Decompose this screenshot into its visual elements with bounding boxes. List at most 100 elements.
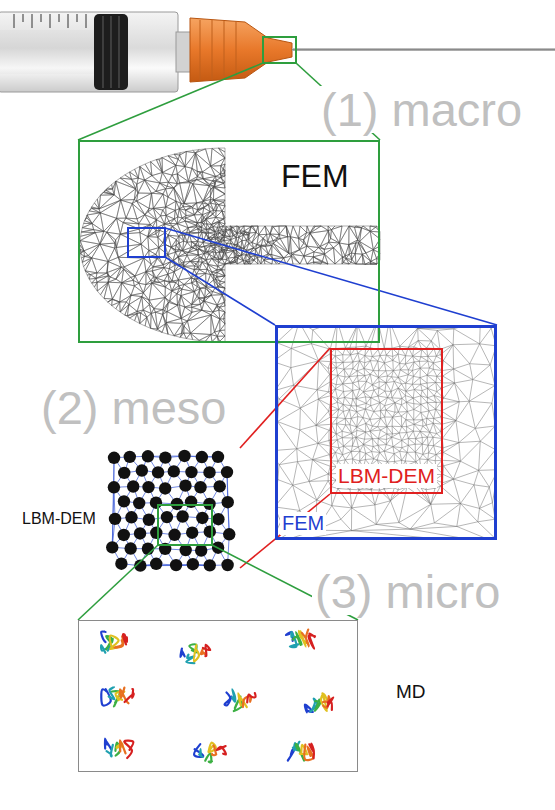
fem-fine-mesh [278,328,494,537]
protein-ribbon [203,645,210,656]
protein-ribbon [232,689,235,702]
lattice-mesh [112,456,229,566]
protein-figure [305,693,334,712]
particle [118,495,130,507]
zoom-line [78,63,263,140]
node-label: MD [394,681,428,703]
needle [292,48,555,51]
particle [115,558,127,570]
fem-mesh [80,148,380,342]
particle [203,498,215,510]
md-panel: MD [78,620,358,772]
particle [222,496,234,508]
protein-ribbon [309,743,314,758]
protein-ribbon [327,698,333,710]
particle [196,512,208,524]
hub-ribs [200,20,236,80]
protein-figure [225,689,256,711]
protein-group [101,630,333,763]
particle [124,542,136,554]
protein-figure [286,630,315,649]
protein-ribbon [125,689,134,702]
fem-zoom-box: FEM LBM-DEM [275,325,497,540]
particle [179,479,191,491]
plunger-seal [94,14,128,90]
protein-ribbon [212,745,216,755]
particle [108,481,120,493]
protein-ribbon [247,693,255,702]
particle [178,450,190,462]
particle [194,481,206,493]
zoom-connector [240,348,330,568]
particle [150,558,162,570]
particle [212,513,224,525]
fem-fine-mesh-group [278,328,494,537]
node-label: FEM [279,158,351,195]
protein-ribbon [309,634,315,649]
node-label: LBM-DEM [336,464,437,488]
protein-ribbon [194,645,199,662]
zoom-line [165,257,275,325]
protein-ribbon [109,687,115,699]
particle [171,498,183,510]
protein-figure [180,644,210,663]
node-label: FEM [280,512,326,535]
particle [214,480,226,492]
fem-macro-box: FEM [78,140,380,343]
particle [168,465,180,477]
scale-label: (2) meso [38,384,229,431]
particle [106,541,118,553]
protein-ribbon [123,634,127,644]
zoom-frame [263,37,296,63]
particle [221,559,233,571]
particle [196,451,208,463]
particle [127,480,139,492]
lbm-dem-region-box: LBM-DEM [330,348,443,494]
particle [187,558,199,570]
particle [143,514,155,526]
protein-ribbon [107,745,113,757]
protein-ribbon [124,741,133,758]
particle [159,451,171,463]
protein-figure [101,687,134,706]
particle [204,526,216,538]
scale-label: (1) macro [318,86,525,133]
zoom-frame [158,505,212,545]
scale-label: (3) micro [312,568,503,615]
protein-ribbon [194,744,203,757]
particle [161,511,173,523]
particle [212,451,224,463]
particle [142,543,154,555]
particle [109,513,121,525]
particle [150,527,162,539]
fem-mesh-group [80,148,380,342]
protein-figure [105,739,134,758]
protein-ribbon [315,700,320,711]
protein-ribbon [115,636,124,647]
particle [159,482,171,494]
zoom-line [240,348,330,448]
protein-figure [101,631,127,652]
protein-figure [288,742,314,761]
particle [170,559,182,571]
zoom-line [165,228,497,325]
particle [134,527,146,539]
syringe-barrel [0,12,178,92]
particle [124,451,136,463]
particle [221,466,233,478]
protein-ribbon [101,631,106,642]
particle [150,497,162,509]
seal-grooves [103,16,119,88]
particle [125,511,137,523]
particle [136,464,148,476]
particle [142,450,154,462]
particle [118,529,130,541]
protein-ribbon [199,749,203,757]
particle [204,559,216,571]
particle [203,466,215,478]
zoom-line [78,545,158,620]
particle [185,466,197,478]
protein-figure [194,743,226,763]
particle [176,510,188,522]
protein-ribbon [225,692,232,705]
